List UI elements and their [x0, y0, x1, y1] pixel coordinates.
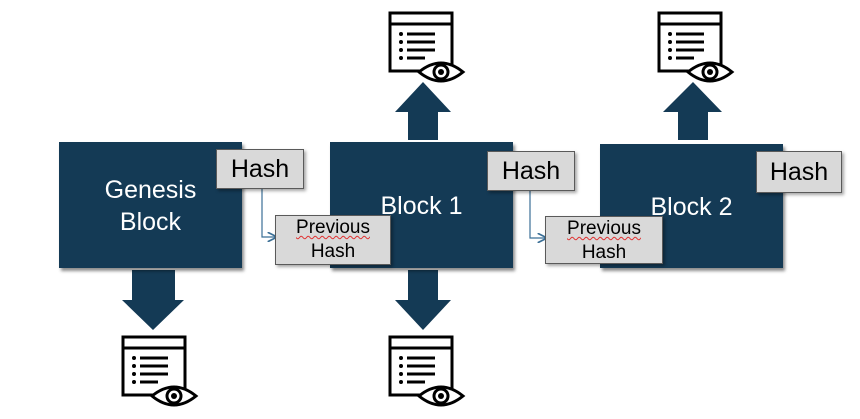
arrow-down-block1 — [395, 270, 451, 330]
previous-hash-line2: Hash — [581, 242, 627, 263]
block-2-hash-box: Hash — [756, 151, 842, 193]
previous-hash-line1: Previous — [296, 217, 370, 238]
document-view-icon — [388, 335, 466, 407]
block-2-label: Block 2 — [650, 193, 733, 221]
arrow-up-block2 — [663, 82, 722, 140]
block-1-previous-hash-box: Previous Hash — [275, 215, 391, 265]
document-view-icon — [657, 11, 735, 83]
genesis-hash-box: Hash — [216, 149, 304, 189]
arrow-down-genesis — [122, 270, 184, 330]
previous-hash-line1: Previous — [567, 218, 641, 239]
genesis-block-label-1: Genesis — [104, 176, 197, 204]
genesis-block: Genesis Block — [59, 142, 242, 268]
connector-genesis-to-block1 — [261, 188, 276, 237]
previous-hash-line2: Hash — [310, 241, 356, 262]
connector-block1-to-block2 — [529, 190, 546, 238]
genesis-block-label-2: Block — [119, 208, 182, 236]
document-view-icon — [121, 335, 199, 407]
document-view-icon — [388, 11, 466, 83]
block-2-previous-hash-box: Previous Hash — [545, 216, 663, 264]
block-1-hash-box: Hash — [487, 151, 575, 191]
arrow-up-block1 — [395, 82, 451, 140]
block-1-label: Block 1 — [380, 192, 463, 220]
